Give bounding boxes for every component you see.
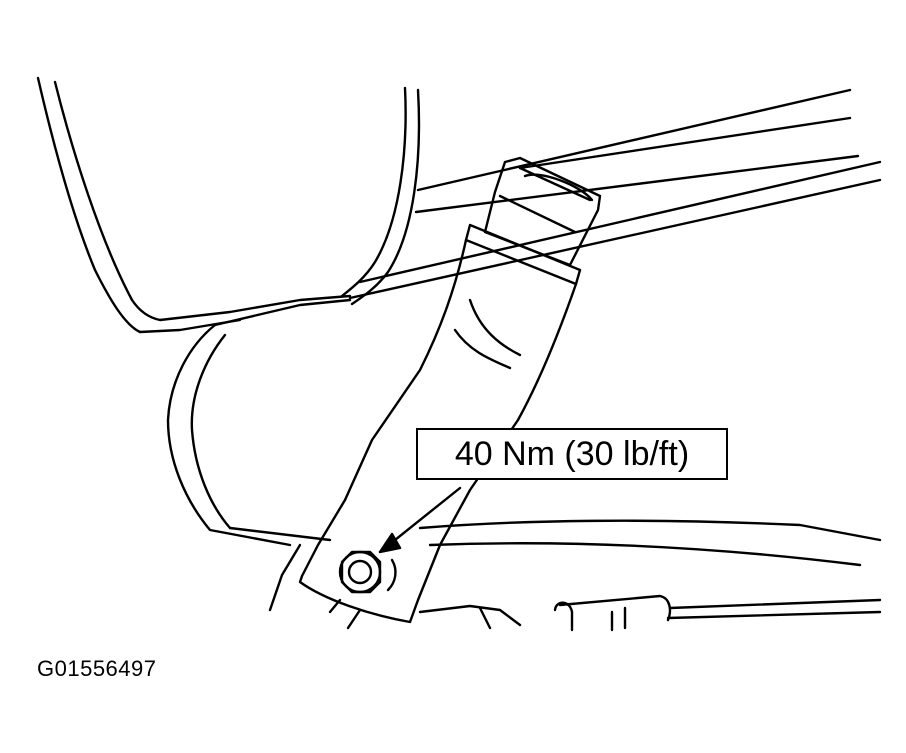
callout-arrow	[378, 486, 462, 554]
torque-spec-label: 40 Nm (30 lb/ft)	[454, 434, 690, 473]
figure-id-label: G01556497	[37, 656, 157, 681]
floor-rail-details	[268, 543, 882, 632]
seat-belt-buckle	[298, 156, 602, 624]
seat-cushion	[166, 298, 882, 567]
seat-frame-rails	[348, 88, 882, 300]
torque-spec-callout: 40 Nm (30 lb/ft)	[416, 428, 728, 480]
seat-back-outline	[36, 76, 421, 334]
anchor-nut	[338, 550, 397, 594]
